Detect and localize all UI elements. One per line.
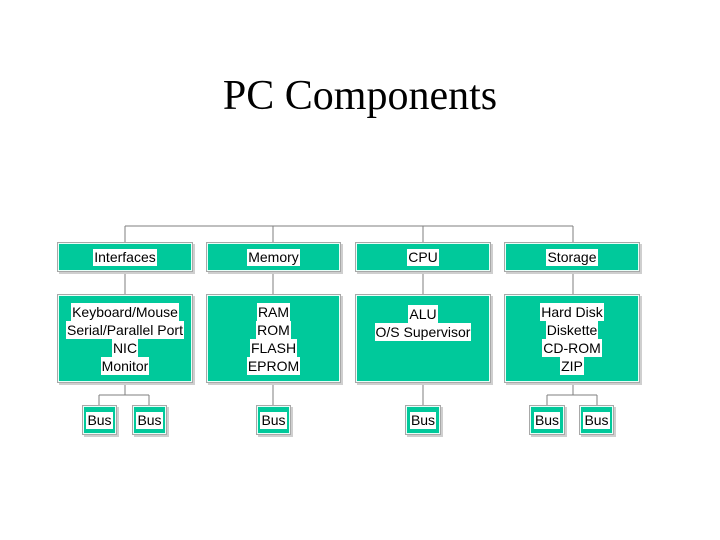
interfaces-item: Serial/Parallel Port [66, 320, 184, 339]
storage-item: Hard Disk [540, 302, 604, 321]
bus-label: Bus [86, 411, 113, 429]
bus-label: Bus [409, 411, 437, 429]
bus-label: Bus [136, 411, 163, 429]
memory-header-box: Memory [206, 242, 341, 272]
cpu-item: ALU [408, 305, 438, 323]
storage-detail-box: Hard Disk Diskette CD-ROM ZIP [504, 294, 640, 383]
storage-bus-box-1: Bus [529, 405, 565, 435]
interfaces-item: NIC [111, 338, 139, 357]
storage-item: CD-ROM [542, 338, 602, 357]
interfaces-header-box: Interfaces [57, 242, 193, 272]
memory-item: EPROM [246, 356, 301, 375]
cpu-bus-box: Bus [405, 405, 441, 435]
interfaces-item: Keyboard/Mouse [71, 302, 179, 321]
memory-detail-box: RAM ROM FLASH EPROM [206, 294, 341, 383]
memory-item: RAM [256, 302, 291, 321]
storage-bus-box-2: Bus [579, 405, 614, 435]
memory-item: ROM [256, 320, 291, 339]
memory-item: FLASH [249, 338, 298, 357]
interfaces-bus-box-1: Bus [82, 405, 117, 435]
cpu-item: O/S Supervisor [374, 323, 472, 341]
storage-item: Diskette [545, 320, 599, 339]
cpu-header-label: CPU [407, 248, 439, 266]
memory-bus-box: Bus [256, 405, 291, 435]
interfaces-detail-box: Keyboard/Mouse Serial/Parallel Port NIC … [57, 294, 193, 383]
storage-header-box: Storage [504, 242, 640, 272]
memory-header-label: Memory [247, 248, 300, 266]
bus-label: Bus [583, 411, 610, 429]
interfaces-header-label: Interfaces [93, 248, 157, 266]
cpu-detail-box: ALU O/S Supervisor [355, 294, 491, 383]
interfaces-bus-box-2: Bus [132, 405, 167, 435]
bus-label: Bus [260, 411, 287, 429]
storage-header-label: Storage [546, 248, 598, 266]
bus-label: Bus [533, 411, 561, 429]
cpu-header-box: CPU [355, 242, 491, 272]
slide-title: PC Components [222, 73, 498, 119]
storage-item: ZIP [560, 356, 584, 375]
interfaces-item: Monitor [100, 356, 150, 375]
